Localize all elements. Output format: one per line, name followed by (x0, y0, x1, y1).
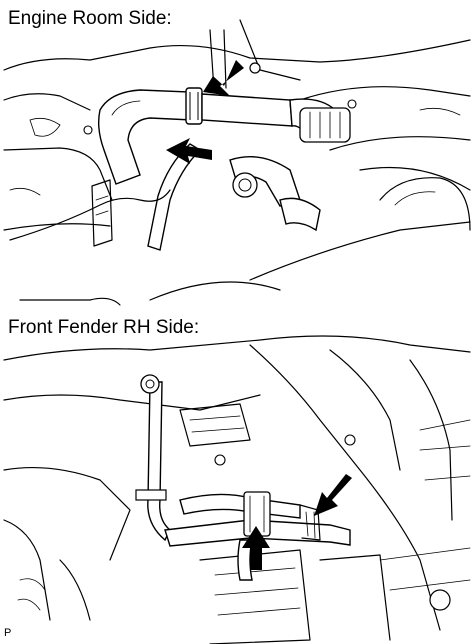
engine-room-view (3, 19, 471, 306)
arrow-clamp-pointer (203, 60, 244, 96)
arrow-hose-pointer (166, 138, 212, 164)
arrow-hose-diagonal-pointer (314, 474, 352, 516)
front-fender-rh-side-label: Front Fender RH Side: (8, 317, 200, 338)
figure-code-label: P (4, 627, 12, 639)
engine-room-side-label: Engine Room Side: (8, 8, 172, 29)
front-fender-view (3, 335, 471, 644)
arrow-clamp-up-pointer (242, 526, 270, 570)
